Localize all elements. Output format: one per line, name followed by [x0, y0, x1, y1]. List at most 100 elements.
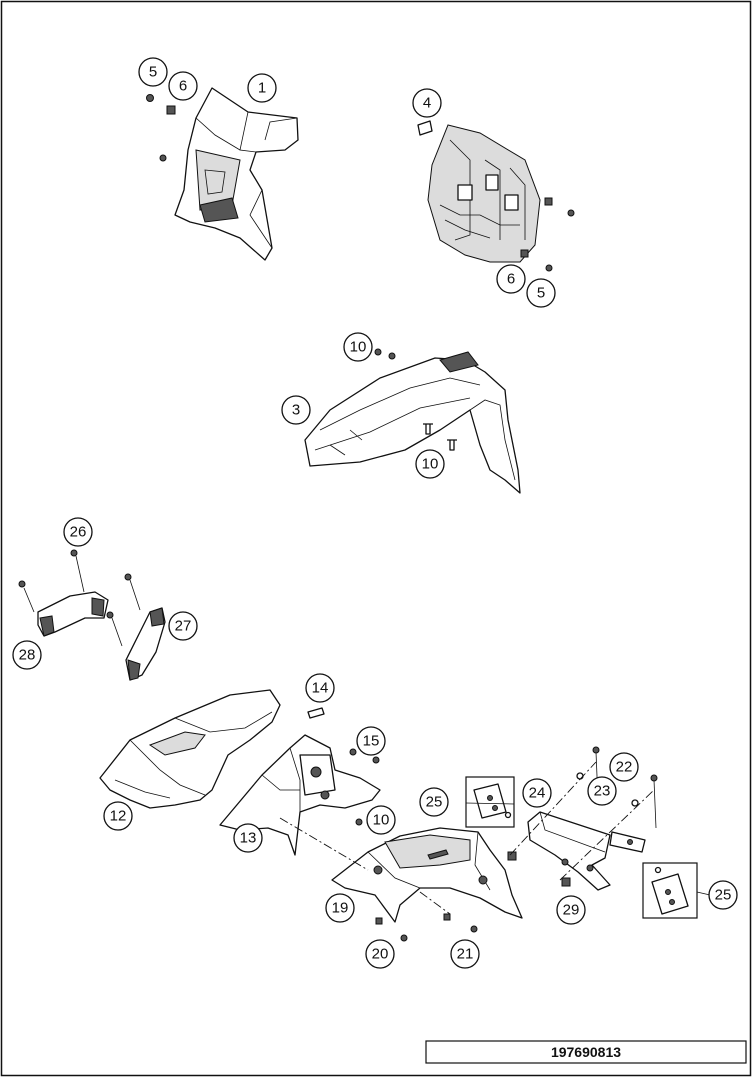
callout-circle: [419, 787, 449, 817]
screw-icon: [355, 818, 363, 826]
callout-number: 23: [594, 783, 611, 800]
clip-nut-icon: [443, 913, 451, 921]
washer-icon: [631, 799, 639, 807]
callout-circle: [366, 805, 396, 835]
screw-icon: [70, 549, 78, 557]
callout-number: 25: [715, 887, 732, 904]
screw-icon: [423, 423, 433, 435]
callout-number: 14: [312, 680, 329, 697]
callout-19: 19: [325, 893, 355, 923]
screw-icon: [650, 774, 658, 782]
callout-12: 12: [103, 801, 133, 831]
callout-number: 22: [616, 759, 633, 776]
callout-number: 26: [70, 524, 87, 541]
callout-circle: [168, 611, 198, 641]
screw-icon: [124, 573, 132, 581]
headlight-bracket: [427, 124, 541, 263]
drawing-number-box: [425, 1040, 747, 1064]
callout-28: 28: [12, 640, 42, 670]
callout-number: 15: [363, 733, 380, 750]
callout-number: 20: [372, 946, 389, 963]
rubber-grommet-icon: [307, 707, 325, 719]
callout-number: 19: [332, 900, 349, 917]
callout-number: 24: [529, 785, 546, 802]
callout-circle: [138, 57, 168, 87]
rear-mudguard: [331, 827, 523, 923]
callout-number: 6: [507, 271, 515, 288]
callout-13: 13: [233, 823, 263, 853]
rear-side-cover: [99, 689, 281, 809]
clip-nut-icon: [520, 249, 529, 258]
screw-icon: [374, 348, 382, 356]
callout-circle: [708, 880, 738, 910]
callout-circle: [325, 893, 355, 923]
clip-nut-icon: [166, 105, 176, 115]
callout-number: 21: [457, 946, 474, 963]
screw-icon: [159, 154, 167, 162]
callout-circle: [496, 264, 526, 294]
callout-number: 29: [563, 902, 580, 919]
callout-number: 12: [110, 808, 127, 825]
clip-nut-icon: [561, 877, 571, 887]
callout-15: 15: [356, 726, 386, 756]
screw-icon: [18, 580, 26, 588]
license-plate-holder: [527, 811, 646, 891]
callout-4: 4: [412, 88, 442, 118]
callout-number: 13: [240, 830, 257, 847]
callout-6: 6: [496, 264, 526, 294]
callout-number: 1: [258, 80, 266, 97]
callout-circle: [343, 332, 373, 362]
callout-circle: [305, 673, 335, 703]
callout-circle: [356, 726, 386, 756]
callout-circle: [281, 395, 311, 425]
callout-5: 5: [526, 278, 556, 308]
callout-circle: [587, 776, 617, 806]
callout-number: 5: [537, 285, 545, 302]
leader-lines: [465, 802, 711, 896]
screw-icon: [592, 746, 600, 754]
callout-25: 25: [708, 880, 738, 910]
screw-icon: [372, 756, 380, 764]
screw-icon: [470, 925, 478, 933]
callout-circle: [103, 801, 133, 831]
callout-number: 4: [423, 95, 431, 112]
clip-nut-icon: [544, 197, 553, 206]
callout-circle: [556, 895, 586, 925]
callout-25: 25: [419, 787, 449, 817]
callout-number: 5: [149, 64, 157, 81]
callout-10: 10: [366, 805, 396, 835]
callout-circle: [412, 88, 442, 118]
callout-21: 21: [450, 939, 480, 969]
screw-icon: [567, 209, 575, 217]
drawing-number: 197690813: [551, 1044, 621, 1060]
callout-5: 5: [138, 57, 168, 87]
callout-10: 10: [343, 332, 373, 362]
front-fender: [304, 351, 521, 494]
callout-number: 6: [179, 78, 187, 95]
callout-23: 23: [587, 776, 617, 806]
clip-nut-icon: [375, 917, 383, 925]
callout-number: 27: [175, 618, 192, 635]
callout-10: 10: [415, 449, 445, 479]
screw-icon: [146, 94, 154, 102]
callout-circle: [609, 752, 639, 782]
callout-20: 20: [365, 939, 395, 969]
screw-icon: [400, 934, 408, 942]
callout-circle: [415, 449, 445, 479]
callout-6: 6: [168, 71, 198, 101]
grab-handle-left: [23, 555, 109, 637]
callout-circle: [12, 640, 42, 670]
callout-circle: [522, 778, 552, 808]
callout-number: 10: [350, 339, 367, 356]
callout-1: 1: [247, 73, 277, 103]
callout-26: 26: [63, 517, 93, 547]
callout-number: 25: [426, 794, 443, 811]
callout-circle: [247, 73, 277, 103]
washer-icon: [576, 772, 584, 780]
screw-icon: [447, 439, 457, 451]
callout-number: 28: [19, 647, 36, 664]
rubber-pad-icon: [417, 120, 433, 136]
callout-22: 22: [609, 752, 639, 782]
callout-number: 3: [292, 402, 300, 419]
